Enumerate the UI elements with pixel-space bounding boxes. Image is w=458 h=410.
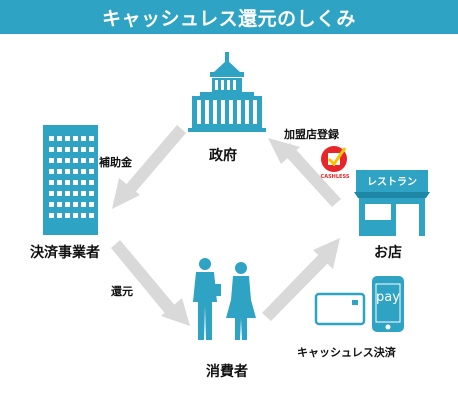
government-building-icon (188, 52, 266, 132)
arrow-provider-to-consumer (111, 240, 190, 326)
node-label-provider: 決済事業者 (30, 245, 100, 261)
payment-label: キャッシュレス決済 (297, 346, 396, 359)
phone-pay-text: pay (376, 290, 400, 305)
node-label-government: 政府 (209, 148, 237, 164)
cashless-logo-text: CASHLESS (320, 174, 350, 180)
arrow-government-to-provider (112, 125, 186, 209)
card-icon (314, 292, 366, 326)
cashless-logo-icon (321, 146, 347, 172)
page-title: キャッシュレス還元のしくみ (102, 7, 356, 30)
consumers-icon (193, 258, 256, 340)
title-banner: キャッシュレス還元のしくみ (0, 0, 458, 34)
node-label-consumer: 消費者 (206, 364, 248, 380)
shop-sign-text: レストラン (367, 177, 417, 188)
phone-icon (372, 276, 404, 332)
arrow-label-subsidy: 補助金 (99, 156, 132, 169)
arrow-label-rebate: 還元 (111, 285, 133, 298)
node-label-shop: お店 (374, 245, 402, 261)
arrow-label-registration: 加盟店登録 (284, 128, 339, 141)
office-building-icon (43, 125, 98, 235)
arrow-consumer-to-shop (262, 238, 340, 321)
shop-icon (354, 170, 430, 236)
arrow-shop-to-government (268, 138, 341, 207)
